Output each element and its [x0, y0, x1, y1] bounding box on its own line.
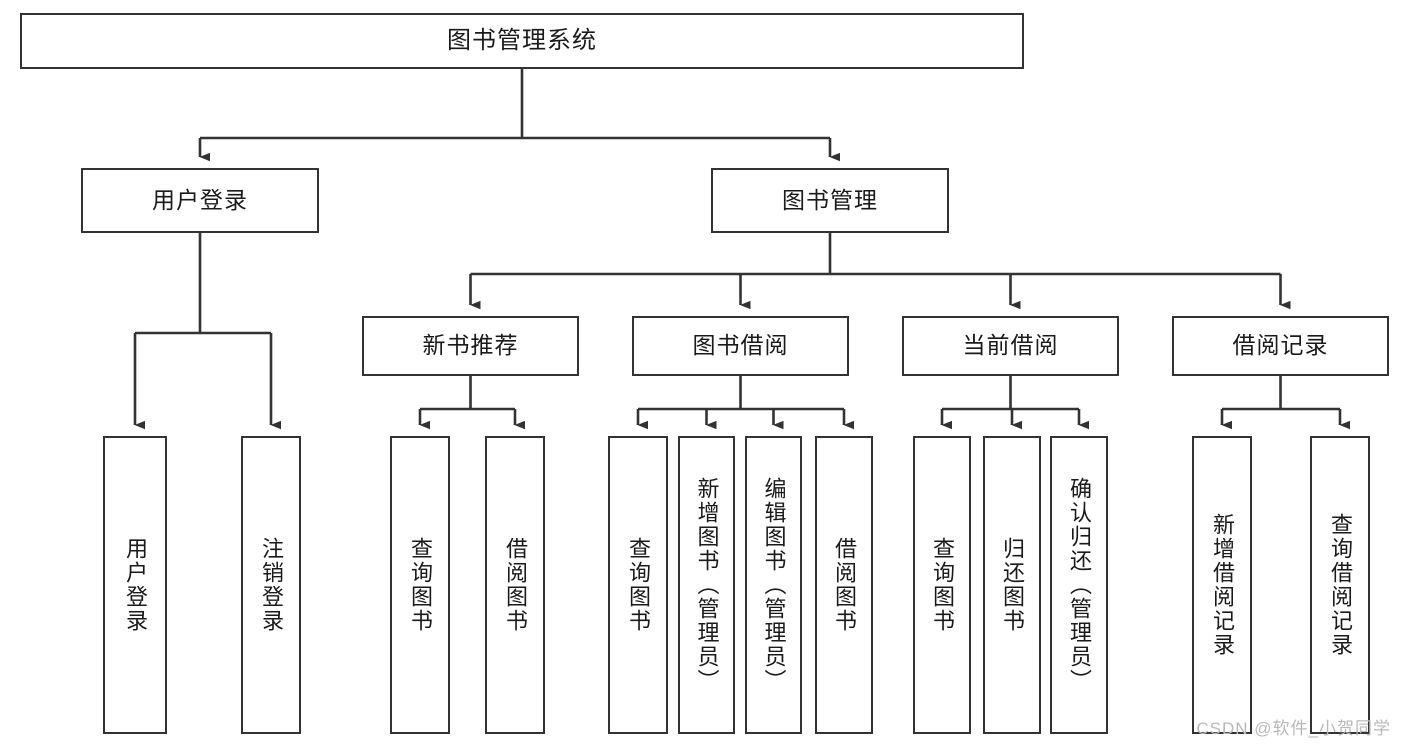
node-leaf-query-book-br[interactable]: 查询图书	[608, 436, 668, 734]
node-user-login[interactable]: 用户登录	[81, 168, 319, 233]
csdn-watermark: CSDN @软件_小贺同学	[1196, 719, 1391, 738]
node-book-borrow[interactable]: 图书借阅	[632, 316, 849, 376]
node-leaf-user-logout[interactable]: 注销登录	[241, 436, 301, 734]
node-leaf-confirm-return[interactable]: 确认归还（管理员）	[1050, 436, 1108, 734]
node-new-book-rec[interactable]: 新书推荐	[362, 316, 579, 376]
node-leaf-query-book-cb[interactable]: 查询图书	[913, 436, 971, 734]
node-leaf-query-book-rec[interactable]: 查询图书	[390, 436, 450, 734]
node-leaf-add-record[interactable]: 新增借阅记录	[1192, 436, 1252, 734]
node-leaf-borrow-book-br[interactable]: 借阅图书	[815, 436, 873, 734]
node-leaf-user-login[interactable]: 用户登录	[103, 436, 167, 734]
node-leaf-borrow-book-rec[interactable]: 借阅图书	[485, 436, 545, 734]
node-leaf-query-record[interactable]: 查询借阅记录	[1310, 436, 1370, 734]
node-root[interactable]: 图书管理系统	[20, 13, 1024, 69]
node-leaf-return-book[interactable]: 归还图书	[983, 436, 1041, 734]
node-book-manage[interactable]: 图书管理	[711, 168, 949, 233]
node-leaf-add-book[interactable]: 新增图书（管理员）	[678, 436, 735, 734]
node-leaf-edit-book[interactable]: 编辑图书（管理员）	[745, 436, 802, 734]
node-current-borrow[interactable]: 当前借阅	[902, 316, 1119, 376]
node-borrow-record[interactable]: 借阅记录	[1172, 316, 1389, 376]
